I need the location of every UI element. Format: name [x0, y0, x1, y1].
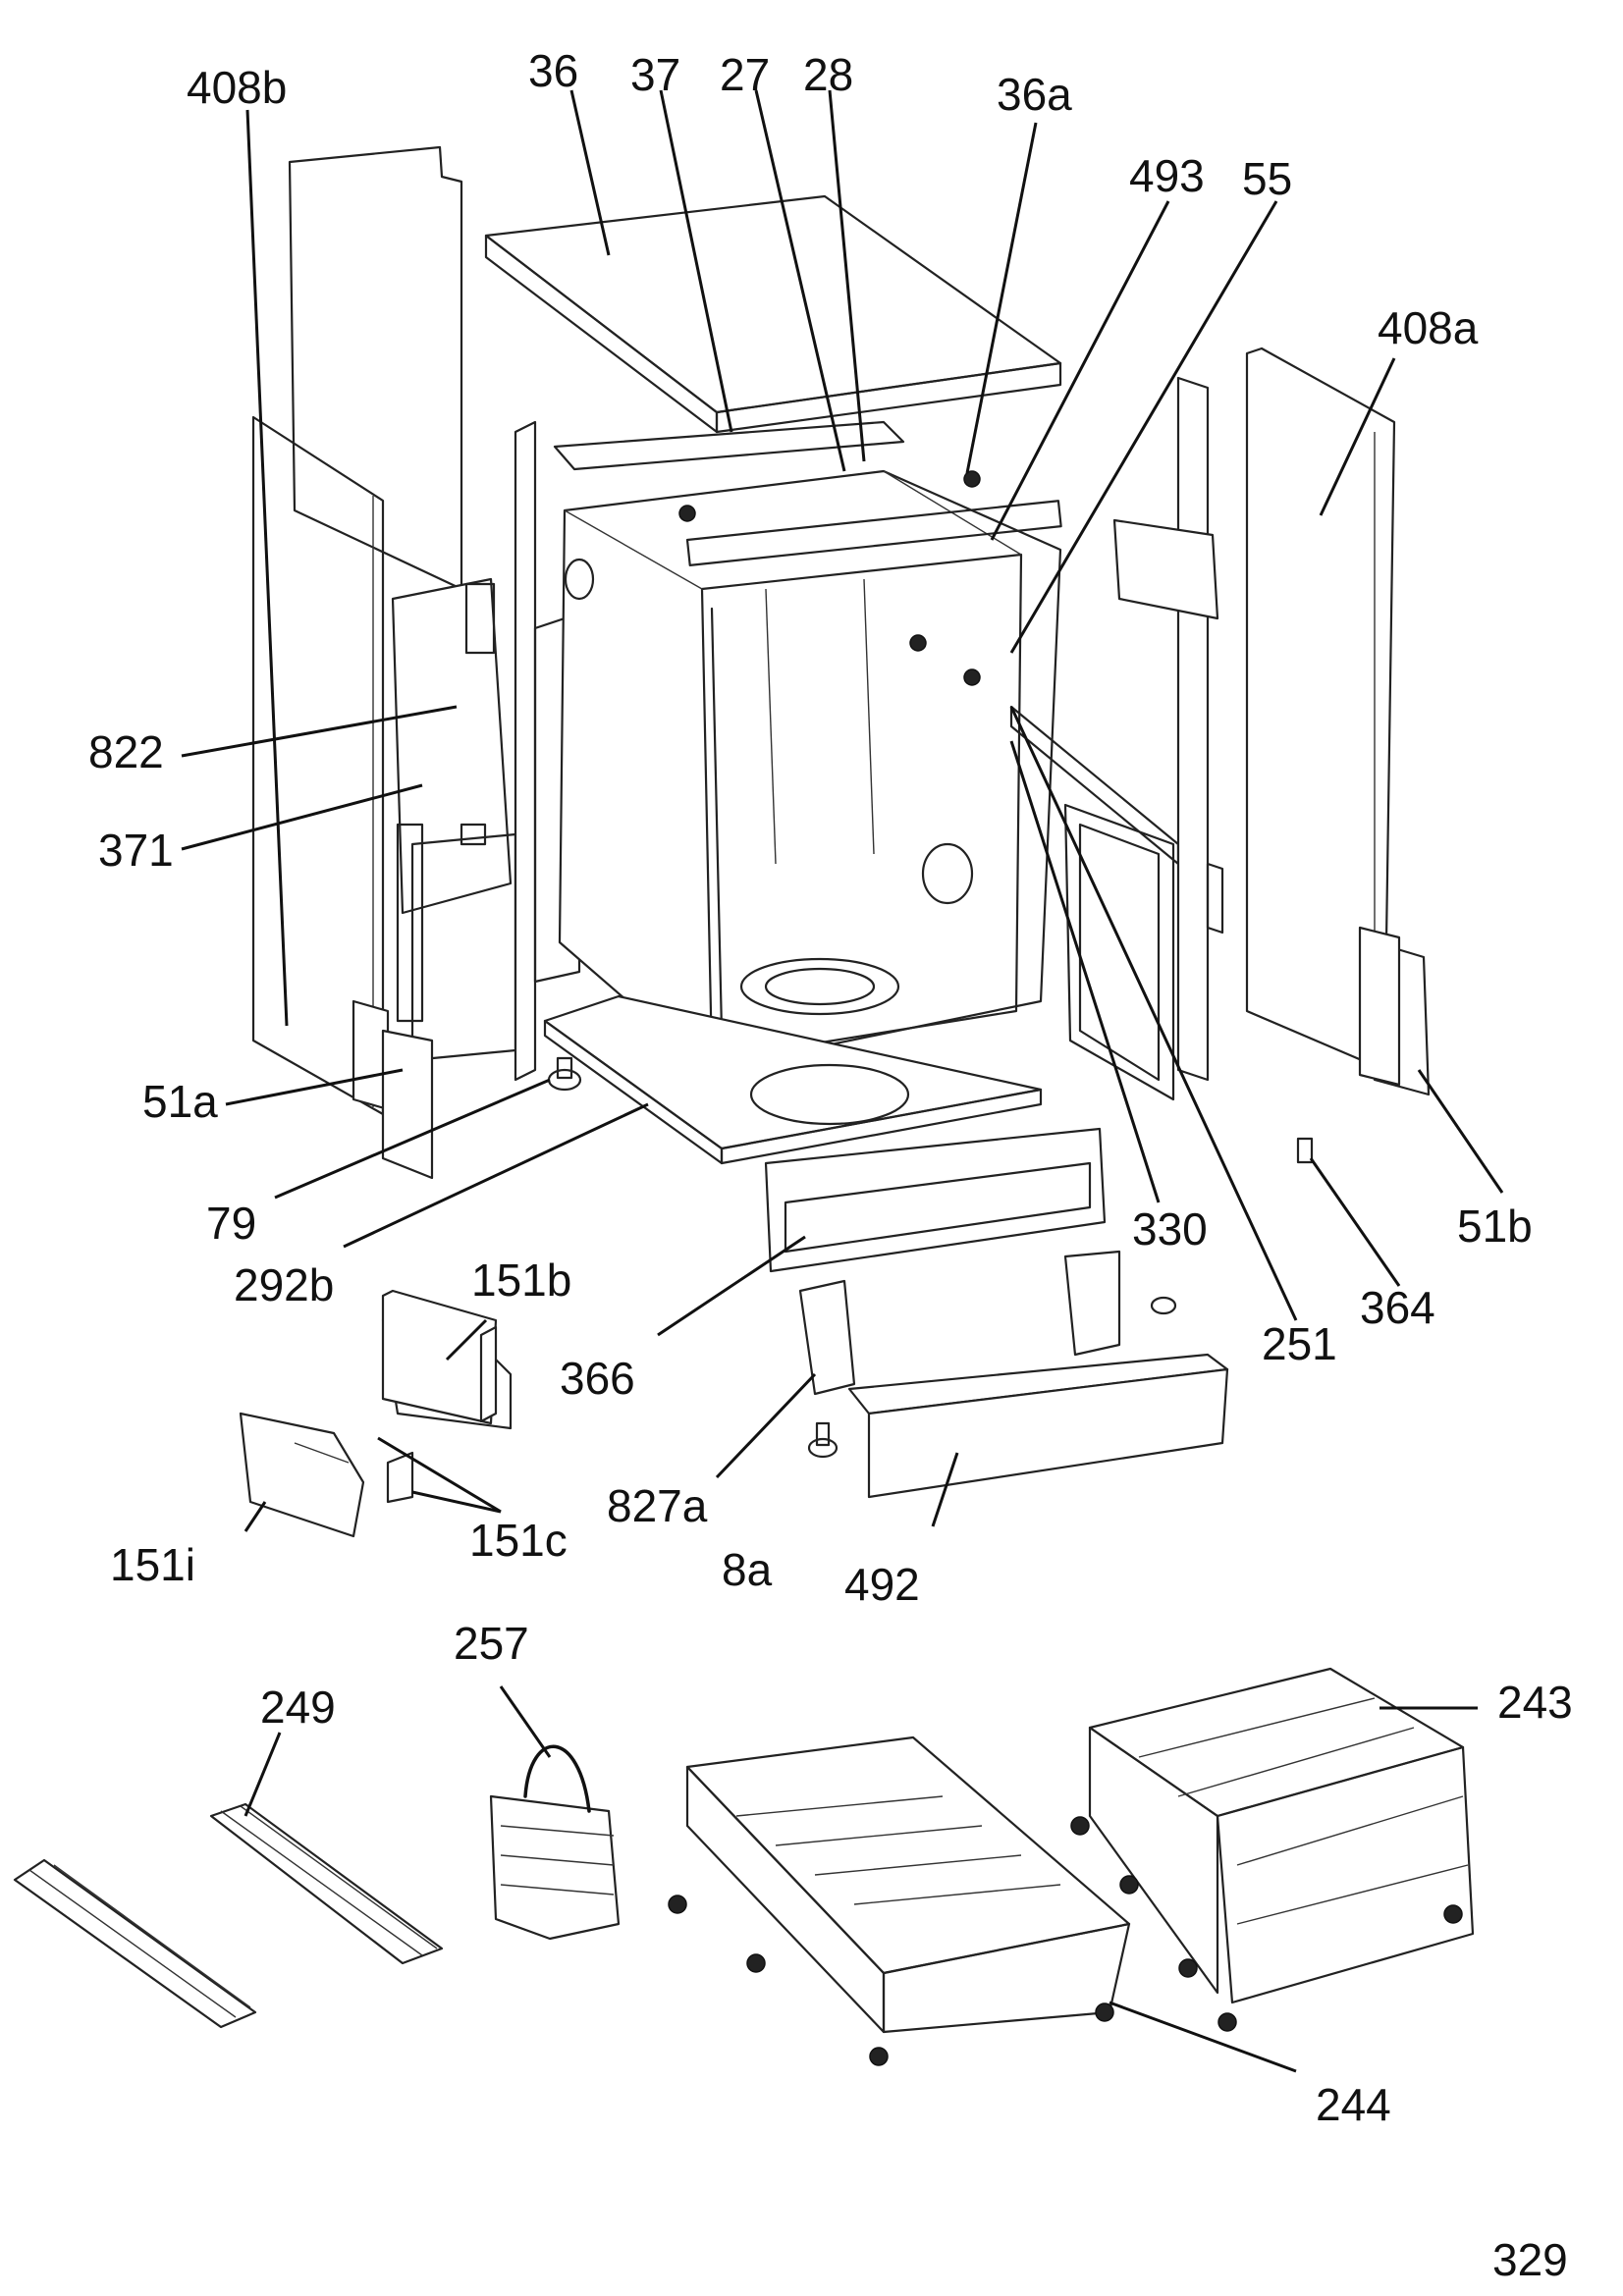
label-330: 330 — [1132, 1203, 1208, 1255]
kickplate-492 — [847, 1353, 1229, 1499]
label-51a: 51a — [142, 1076, 218, 1127]
label-37: 37 — [630, 49, 680, 100]
label-292b: 292b — [234, 1259, 334, 1310]
upper-rack-243 — [1070, 1667, 1475, 2032]
kickplate-frame-366 — [764, 1127, 1107, 1273]
bracket-51b — [1358, 926, 1401, 1087]
lower-rack-244 — [668, 1735, 1131, 2066]
label-364: 364 — [1360, 1282, 1435, 1333]
clip-364 — [1296, 1137, 1314, 1164]
left-frame-bracket — [391, 577, 517, 1062]
foot-8a — [807, 1296, 1177, 1459]
label-55: 55 — [1242, 153, 1292, 204]
label-249: 249 — [260, 1682, 336, 1733]
control-board-group — [239, 1289, 513, 1538]
top-strip-37 — [553, 420, 905, 471]
label-822: 822 — [88, 726, 164, 777]
bracket-51a — [352, 999, 434, 1180]
label-36a: 36a — [997, 69, 1072, 120]
leg-827a — [798, 1250, 1121, 1396]
label-408a: 408a — [1378, 302, 1479, 353]
label-251: 251 — [1262, 1318, 1337, 1369]
label-492: 492 — [844, 1559, 920, 1610]
bracket-plate-493 — [1112, 518, 1219, 620]
label-28: 28 — [803, 49, 853, 100]
base-plate-292b — [543, 994, 1043, 1165]
right-upright-rail — [1176, 376, 1224, 1082]
label-827a: 827a — [607, 1480, 708, 1531]
label-51b: 51b — [1457, 1201, 1533, 1252]
label-151i: 151i — [110, 1539, 195, 1590]
label-151b: 151b — [471, 1255, 571, 1306]
label-36: 36 — [528, 45, 578, 96]
label-408b: 408b — [187, 62, 287, 113]
foot-79 — [547, 1056, 582, 1092]
label-371: 371 — [98, 825, 174, 876]
label-366: 366 — [560, 1353, 635, 1404]
label-79: 79 — [206, 1198, 256, 1249]
page-number: 329 — [1492, 2234, 1568, 2285]
label-493: 493 — [1129, 150, 1205, 201]
leader-lines — [181, 89, 1504, 2073]
label-27: 27 — [720, 49, 770, 100]
label-244: 244 — [1316, 2079, 1391, 2130]
cutlery-basket-257 — [489, 1744, 621, 1941]
label-151c: 151c — [469, 1515, 568, 1566]
label-257: 257 — [454, 1618, 529, 1669]
tub-cavity — [558, 469, 1062, 1072]
top-cover-36 — [484, 194, 1062, 434]
side-panel-408a — [1245, 347, 1431, 1096]
cutlery-holder-249 — [13, 1802, 444, 2029]
label-8a: 8a — [722, 1544, 773, 1595]
label-243: 243 — [1497, 1677, 1573, 1728]
